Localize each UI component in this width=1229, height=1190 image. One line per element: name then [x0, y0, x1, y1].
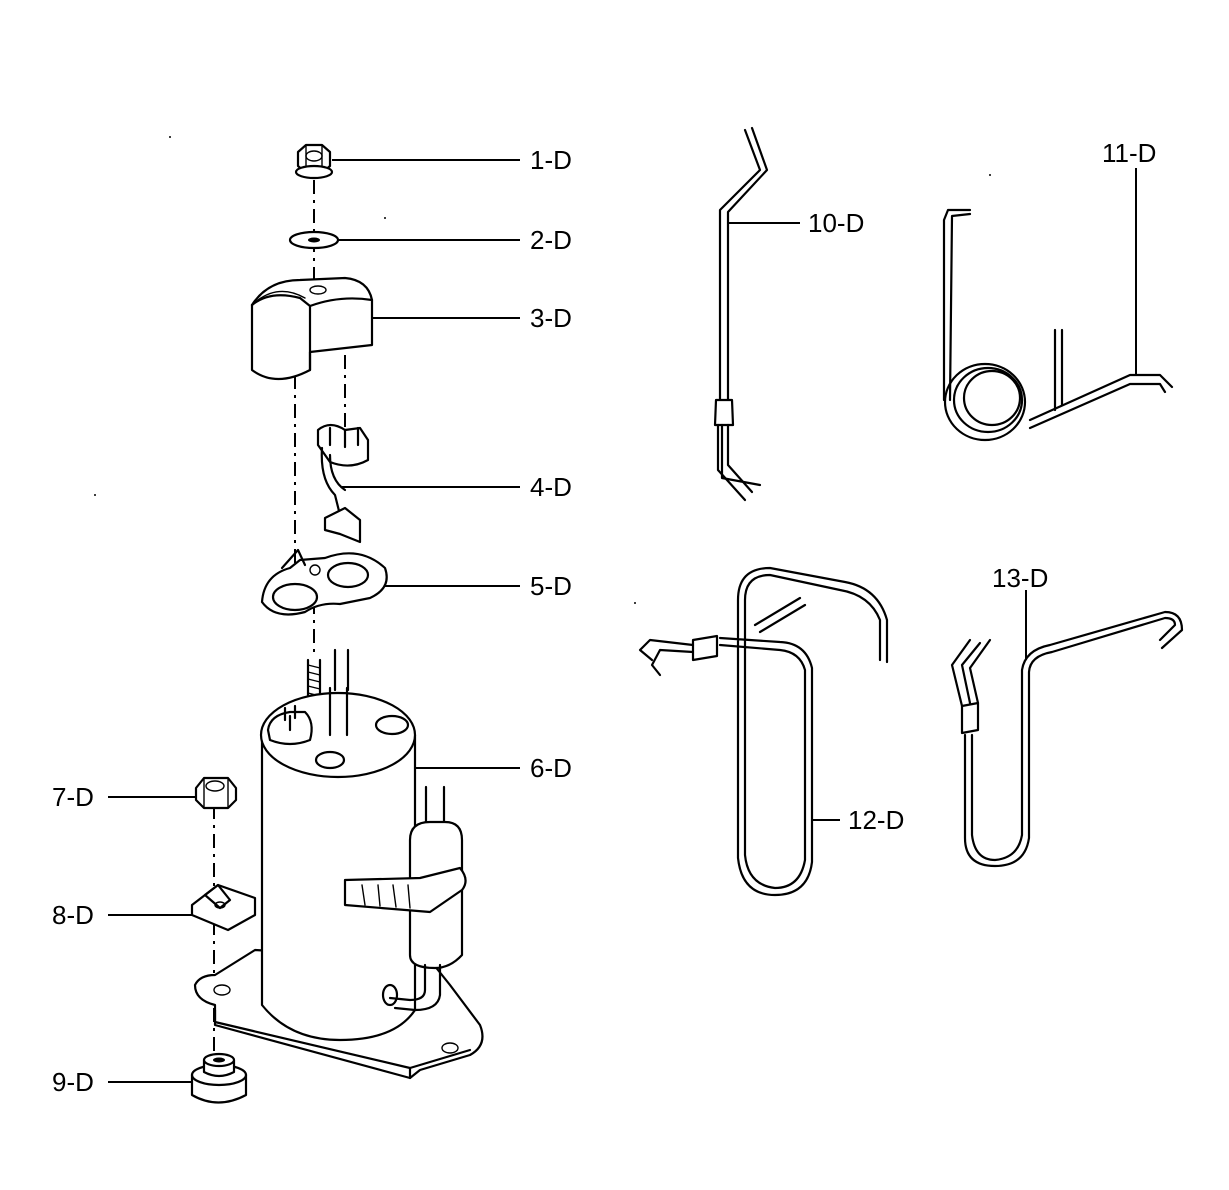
label-5-d: 5-D — [530, 571, 572, 601]
leader-lines — [108, 159, 1137, 1083]
label-7-d: 7-D — [52, 782, 94, 812]
label-4-d: 4-D — [530, 472, 572, 502]
part-2-washer — [288, 230, 340, 250]
part-10-pipe — [713, 126, 769, 502]
part-13-tube — [950, 610, 1184, 868]
part-7-nut — [194, 776, 238, 810]
part-9-grommet — [190, 1052, 248, 1104]
part-8-bracket — [190, 883, 257, 932]
label-11-d: 11-D — [1102, 138, 1156, 168]
part-5-terminal-plate — [260, 548, 388, 616]
scan-specks — [94, 136, 991, 604]
label-13-d: 13-D — [992, 563, 1048, 593]
part-6-compressor — [193, 648, 484, 1080]
label-10-d: 10-D — [808, 208, 864, 238]
label-3-d: 3-D — [530, 303, 572, 333]
label-12-d: 12-D — [848, 805, 904, 835]
label-2-d: 2-D — [530, 225, 572, 255]
part-12-u-tube — [638, 566, 889, 897]
part-3-terminal-cover — [250, 276, 374, 380]
label-8-d: 8-D — [52, 900, 94, 930]
label-1-d: 1-D — [530, 145, 572, 175]
part-4-overload-protector — [316, 423, 370, 544]
label-9-d: 9-D — [52, 1067, 94, 1097]
label-6-d: 6-D — [530, 753, 572, 783]
part-1-nut — [294, 143, 334, 180]
part-labels: 1-D 2-D 3-D 4-D 5-D 6-D 7-D 8-D 9-D 10-D… — [52, 138, 1156, 1097]
part-11-capillary-coil — [942, 208, 1174, 442]
